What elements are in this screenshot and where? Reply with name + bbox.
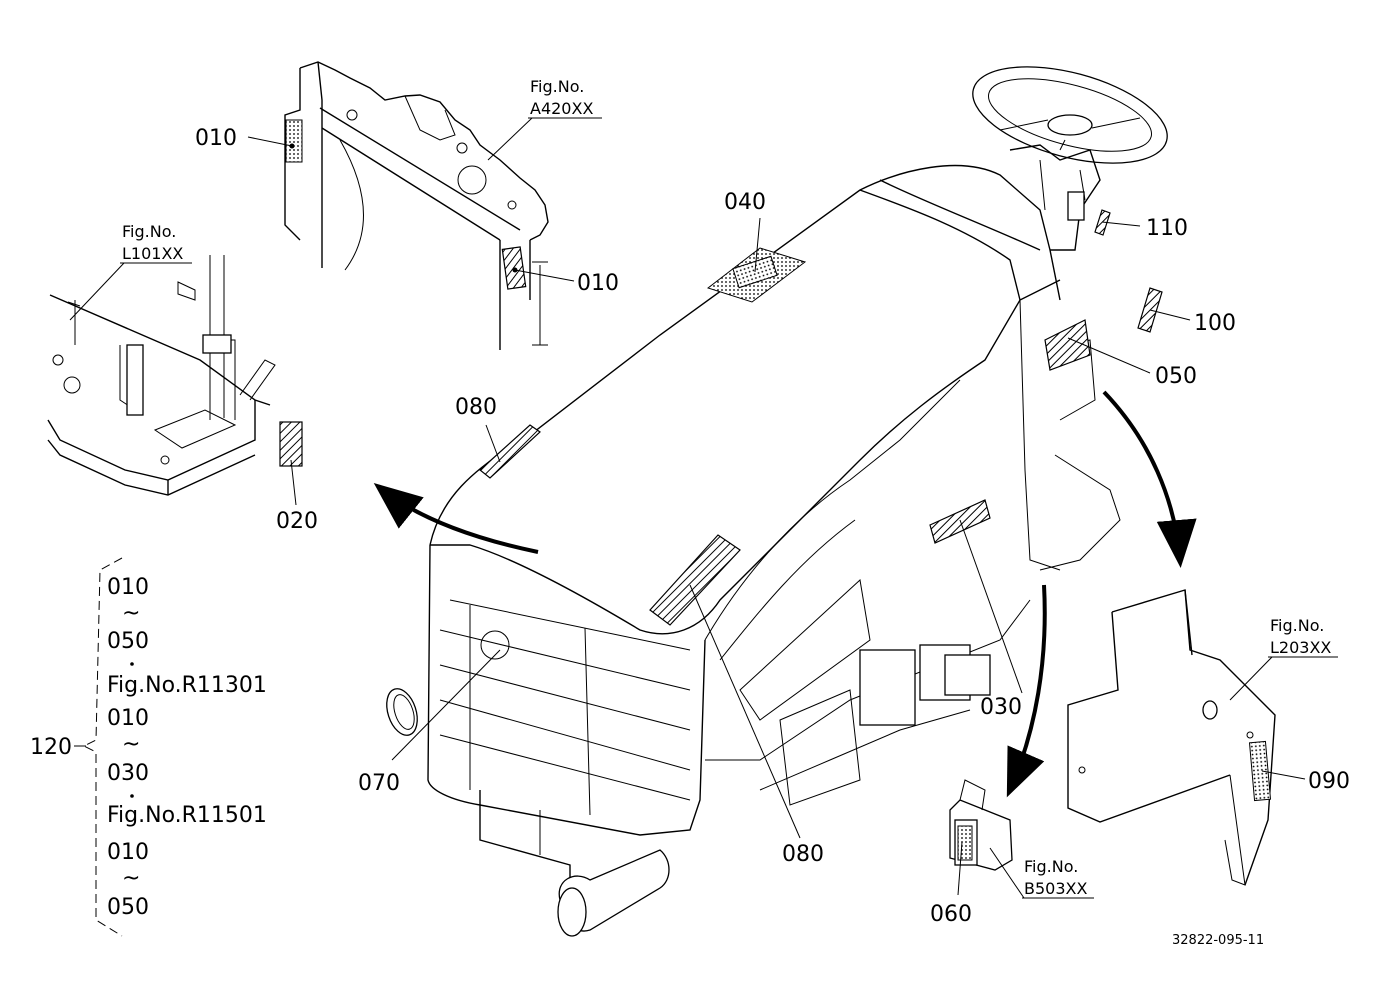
step-assembly-drawing [47,255,303,496]
fig-ref-b503-label: Fig.No. [1024,857,1078,876]
set-legend: 120 010 ~ 050 Fig.No.R11301 010 ~ 030 Fi… [30,557,267,937]
legend-item: Fig.No.R11501 [107,803,267,828]
legend-item: 010 [107,706,149,731]
fig-ref-l101-code: L101XX [122,244,183,263]
callout-010-top: 010 [195,126,237,151]
tractor-body-drawing [386,66,1168,937]
callout-080-top: 080 [455,395,497,420]
legend-item: ~ [122,866,140,891]
fig-ref-b503-code: B503XX [1024,879,1087,898]
legend-item: 030 [107,761,149,786]
callout-010-mid: 010 [577,271,619,296]
fig-ref-l101-label: Fig.No. [122,222,176,241]
callout-020: 020 [276,509,318,534]
legend-item: Fig.No.R11301 [107,673,267,698]
callout-070: 070 [358,771,400,796]
frame-assembly-drawing [284,61,549,350]
legend-item: 010 [107,575,149,600]
callout-030: 030 [980,695,1022,720]
legend-item: 050 [107,895,149,920]
callout-040: 040 [724,190,766,215]
fig-ref-l203-label: Fig.No. [1270,616,1324,635]
direction-arrows [373,390,1197,798]
fig-ref-a420-code: A420XX [530,99,593,118]
leader-lines [69,117,1338,899]
callout-050: 050 [1155,364,1197,389]
fig-ref-a420-label: Fig.No. [530,77,584,96]
callout-080-bottom: 080 [782,842,824,867]
callout-090: 090 [1308,769,1350,794]
legend-item: 010 [107,840,149,865]
legend-set-number: 120 [30,735,72,760]
callout-060: 060 [930,902,972,927]
battery-drawing [949,779,1013,871]
callout-100: 100 [1194,311,1236,336]
drawing-id: 32822-095-11 [1172,933,1264,948]
fig-ref-l203-code: L203XX [1270,638,1331,657]
callout-110: 110 [1146,216,1188,241]
figure-references: Fig.No. A420XX Fig.No. L101XX Fig.No. L2… [122,77,1331,898]
legend-item: 050 [107,629,149,654]
legend-item: ~ [122,601,140,626]
callout-labels: 010 010 020 030 040 050 060 070 080 080 … [195,126,1350,927]
fender-drawing [1067,589,1276,886]
legend-item: ~ [122,732,140,757]
